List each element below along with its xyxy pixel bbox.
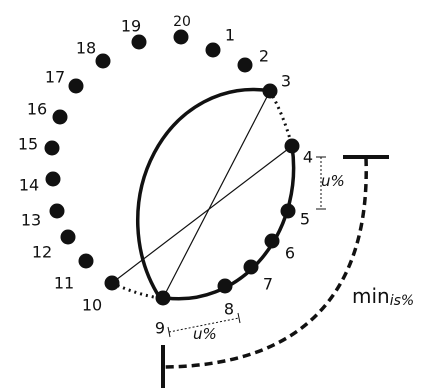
node-11 — [78, 253, 94, 269]
node-13 — [49, 203, 65, 219]
node-10 — [104, 275, 120, 291]
node-14 — [45, 171, 61, 187]
min-range-connector — [161, 155, 389, 388]
u-bracket-right — [316, 156, 326, 210]
node-1 — [205, 42, 221, 58]
node-label-10: 10 — [82, 296, 102, 315]
node-17 — [68, 78, 84, 94]
node-label-11: 11 — [54, 274, 74, 293]
node-label-20: 20 — [173, 14, 191, 30]
node-label-4: 4 — [303, 148, 313, 167]
node-15 — [44, 140, 60, 156]
node-5 — [280, 203, 296, 219]
ring-arc-solid-b — [165, 145, 296, 301]
node-label-16: 16 — [27, 100, 47, 119]
node-7 — [243, 259, 259, 275]
node-18 — [95, 53, 111, 69]
u-bracket-bottom — [167, 312, 241, 338]
node-label-5: 5 — [300, 210, 310, 229]
node-label-2: 2 — [259, 47, 269, 66]
node-3 — [262, 83, 278, 99]
node-label-9: 9 — [155, 319, 165, 338]
chord-3-9 — [162, 90, 271, 299]
node-6 — [264, 233, 280, 249]
node-2 — [237, 57, 253, 73]
node-19 — [131, 34, 147, 50]
ring-arc-solid-a — [135, 87, 271, 299]
node-label-1: 1 — [225, 26, 235, 45]
node-12 — [60, 229, 76, 245]
node-label-14: 14 — [19, 176, 39, 195]
dotted-arc-3-4 — [268, 90, 294, 147]
node-label-17: 17 — [45, 68, 65, 87]
node-label-7: 7 — [263, 275, 273, 294]
node-label-8: 8 — [224, 300, 234, 319]
node-label-3: 3 — [281, 72, 291, 91]
node-label-19: 19 — [121, 17, 141, 36]
chord-4-10 — [111, 145, 293, 284]
node-label-15: 15 — [18, 135, 38, 154]
node-16 — [52, 109, 68, 125]
node-20 — [173, 29, 189, 45]
node-label-13: 13 — [21, 211, 41, 230]
node-8 — [217, 278, 233, 294]
node-label-18: 18 — [76, 39, 96, 58]
node-label-12: 12 — [32, 243, 52, 262]
u-label-bottom: u% — [193, 325, 217, 343]
node-layer — [44, 29, 300, 306]
min-label: minis% — [352, 284, 414, 309]
node-label-6: 6 — [285, 244, 295, 263]
node-9 — [155, 290, 171, 306]
node-4 — [284, 138, 300, 154]
u-label-right: u% — [321, 172, 345, 190]
